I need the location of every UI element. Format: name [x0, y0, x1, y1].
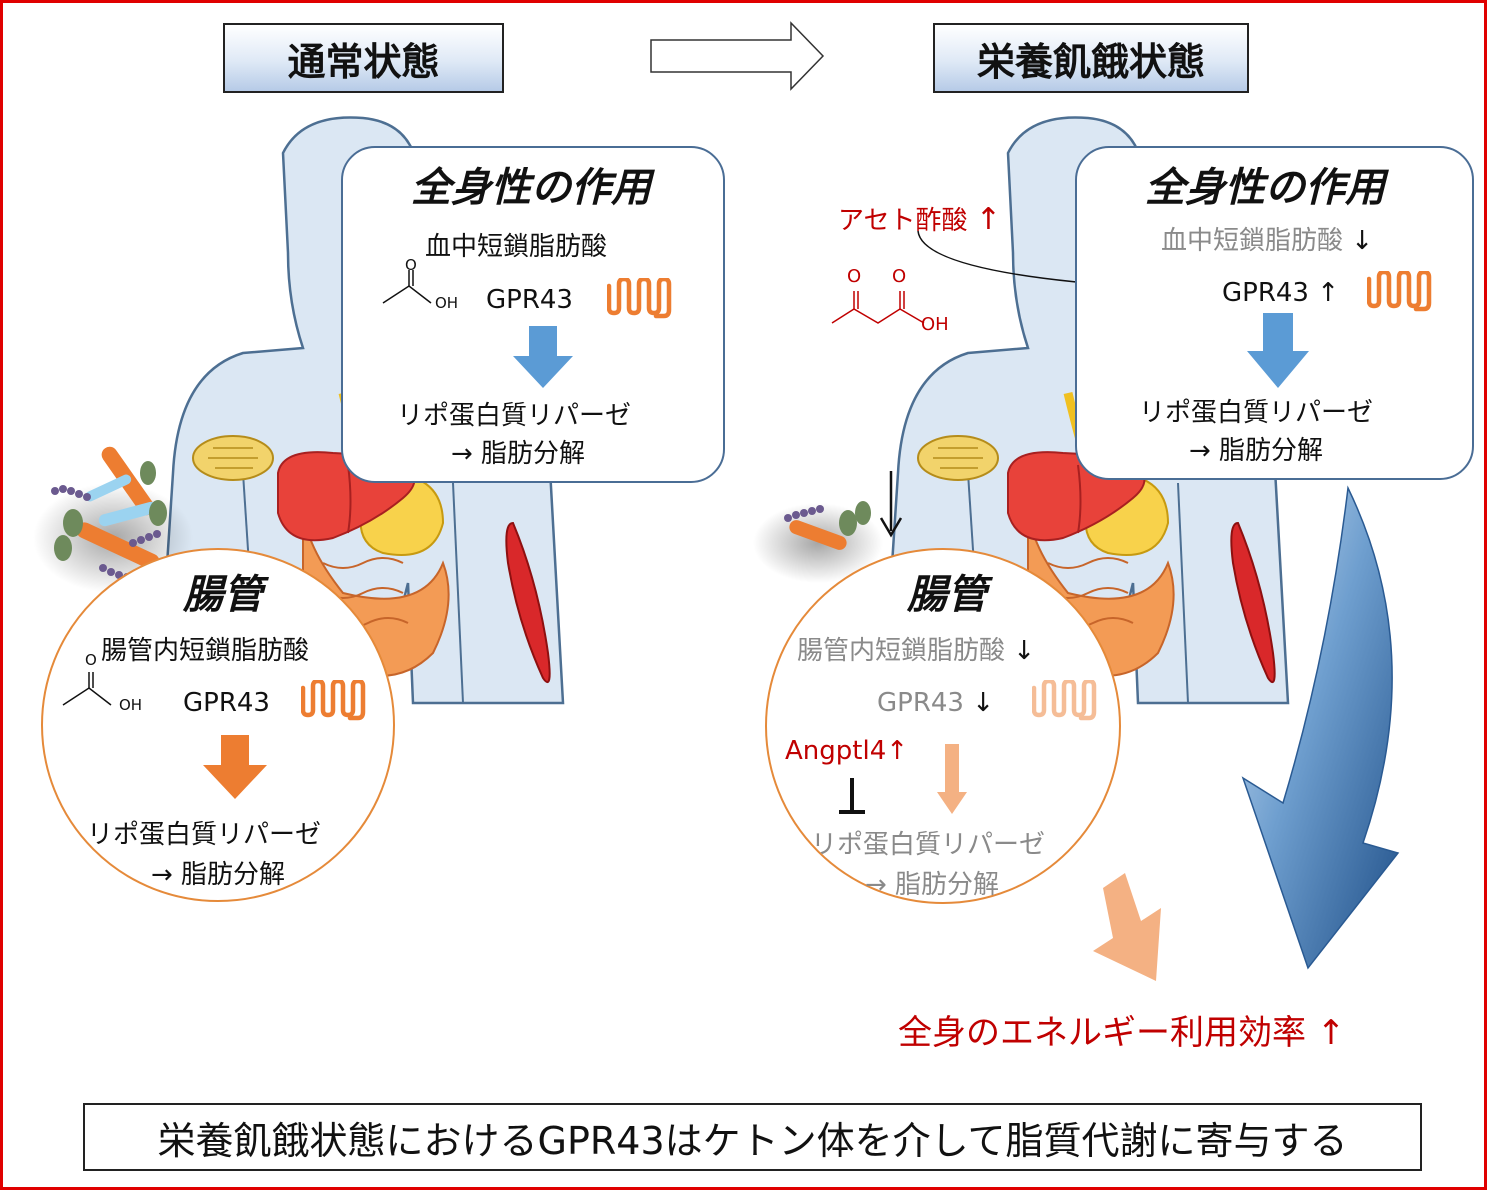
left-systemic-lipase: リポ蛋白質リパーゼ [397, 401, 632, 431]
angptl4-text: Angptl4 [785, 736, 887, 766]
right-microbes [753, 501, 883, 583]
left-blood-scfa-label: 血中短鎖脂肪酸 [425, 232, 608, 262]
left-systemic-acetate-oh: OH [435, 294, 459, 312]
light-orange-arrow [1093, 873, 1161, 981]
left-gut-orange-arrow [203, 735, 267, 799]
right-gut-gpr43-text: GPR43 [877, 688, 964, 718]
header-transition-arrow [650, 21, 825, 91]
left-systemic-panel: 全身性の作用 血中短鎖脂肪酸 O OH GPR43 リポ蛋白質リパーゼ → 脂肪… [341, 146, 725, 483]
right-systemic-panel: 全身性の作用 血中短鎖脂肪酸 ↓ GPR43 ↑ リポ蛋白質リパーゼ → 脂肪分… [1075, 146, 1474, 480]
left-systemic-receptor-icon [607, 278, 687, 328]
right-gut-circle: 腸管 腸管内短鎖脂肪酸 ↓ GPR43 ↓ Angptl4↑ リポ蛋白質リパーゼ… [765, 548, 1121, 904]
acetoacetate-label: アセト酢酸 ↑ [838, 205, 1001, 235]
acetoacetate-up-arrow: ↑ [975, 202, 1001, 237]
right-gut-receptor-icon [1032, 680, 1112, 730]
left-gut-lipolysis: → 脂肪分解 [151, 860, 286, 890]
normal-state-header: 通常状態 [223, 23, 504, 93]
left-gut-receptor-icon [301, 680, 381, 730]
left-systemic-acetate-o: O [405, 256, 417, 274]
left-systemic-blue-arrow [513, 326, 573, 388]
acetoacetate-oh: OH [921, 314, 949, 335]
acetate-structure-icon [382, 270, 432, 304]
fasting-state-label: 栄養飢餓状態 [976, 39, 1205, 84]
conclusion-box: 栄養飢餓状態におけるGPR43はケトン体を介して脂質代謝に寄与する [83, 1103, 1422, 1171]
right-blood-scfa-down-arrow: ↓ [1351, 226, 1374, 256]
right-blood-scfa-text: 血中短鎖脂肪酸 [1161, 226, 1344, 256]
right-systemic-lipolysis: → 脂肪分解 [1189, 436, 1324, 466]
angptl4-up-arrow: ↑ [886, 736, 909, 766]
right-systemic-title: 全身性の作用 [1145, 165, 1385, 211]
left-gut-acetate-oh: OH [119, 696, 143, 714]
right-gut-scfa-down-arrow: ↓ [1013, 636, 1036, 666]
right-systemic-gpr43-up-arrow: ↑ [1317, 278, 1340, 308]
acetoacetate-structure-icon [831, 291, 925, 324]
right-gut-gpr43: GPR43 ↓ [877, 690, 994, 716]
angptl4-label: Angptl4↑ [785, 738, 908, 764]
left-gut-circle: 腸管 腸管内短鎖脂肪酸 O OH GPR43 リポ蛋白質リパーゼ → 脂肪分解 [41, 548, 395, 902]
acetoacetate-text: アセト酢酸 [838, 206, 968, 236]
right-systemic-blue-arrow [1247, 313, 1309, 388]
right-gut-lipolysis: → 脂肪分解 [865, 870, 1000, 900]
right-systemic-lipase: リポ蛋白質リパーゼ [1139, 398, 1374, 428]
left-gut-lipase: リポ蛋白質リパーゼ [87, 820, 322, 850]
inhibition-bar-icon [839, 778, 865, 814]
right-systemic-receptor-icon [1367, 271, 1447, 321]
big-curved-blue-arrow [1241, 485, 1400, 970]
left-gut-acetate-structure-icon [62, 672, 112, 706]
fasting-state-header: 栄養飢餓状態 [933, 23, 1249, 93]
right-gut-scfa-text: 腸管内短鎖脂肪酸 [797, 636, 1006, 666]
left-systemic-gpr43: GPR43 [486, 285, 573, 315]
left-systemic-title: 全身性の作用 [411, 165, 651, 211]
acetoacetate-o2: O [892, 266, 907, 287]
right-systemic-gpr43: GPR43 ↑ [1222, 280, 1339, 306]
right-blood-scfa-label: 血中短鎖脂肪酸 ↓ [1161, 228, 1373, 254]
right-gut-scfa-label: 腸管内短鎖脂肪酸 ↓ [797, 638, 1035, 664]
normal-state-label: 通常状態 [287, 39, 440, 84]
acetoacetate-o1: O [847, 266, 862, 287]
right-gut-faded-arrow [937, 744, 967, 814]
left-gut-gpr43: GPR43 [183, 688, 270, 718]
left-gut-title: 腸管 [183, 572, 263, 618]
right-gut-gpr43-down-arrow: ↓ [972, 688, 995, 718]
energy-efficiency-outcome: 全身のエネルギー利用効率 ↑ [898, 1016, 1345, 1050]
left-systemic-lipolysis: → 脂肪分解 [451, 439, 586, 469]
left-gut-scfa-label: 腸管内短鎖脂肪酸 [101, 636, 310, 666]
right-systemic-gpr43-text: GPR43 [1222, 278, 1309, 308]
right-gut-title: 腸管 [907, 572, 987, 618]
energy-efficiency-text: 全身のエネルギー利用効率 [898, 1013, 1306, 1053]
left-gut-acetate-o: O [85, 651, 97, 669]
microbe-decrease-arrow [879, 471, 903, 538]
right-gut-lipase: リポ蛋白質リパーゼ [811, 830, 1046, 860]
energy-efficiency-up-arrow: ↑ [1316, 1013, 1346, 1053]
conclusion-text: 栄養飢餓状態におけるGPR43はケトン体を介して脂質代謝に寄与する [157, 1118, 1348, 1163]
